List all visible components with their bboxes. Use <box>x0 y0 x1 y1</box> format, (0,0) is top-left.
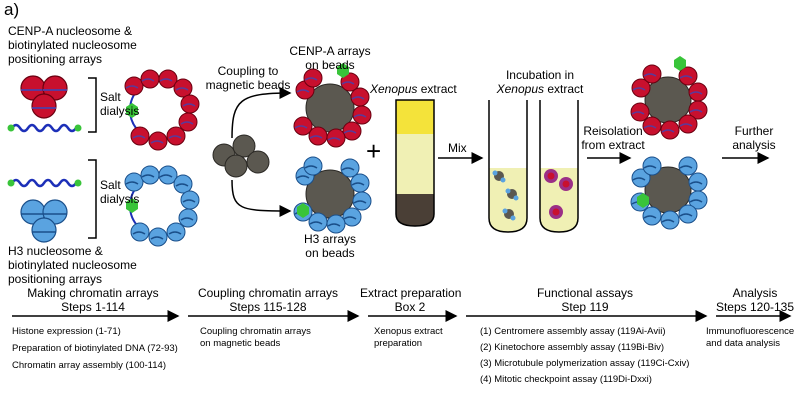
further-analysis-label: Further analysis <box>718 124 790 152</box>
reisolated-cenp-a-arrays <box>630 56 708 140</box>
step-1-item: Histone expression (1-71) <box>12 326 121 337</box>
step-1-items: Histone expression (1-71) Preparation of… <box>12 326 178 372</box>
reisolation-label: Reisolation from extract <box>580 124 646 152</box>
plus-sign: + <box>366 136 382 166</box>
step-extract-heading: Extract preparation Box 2 <box>360 286 462 314</box>
step-3-items: Xenopus extract preparation <box>374 326 443 350</box>
cenp-a-beads-line-2: on beads <box>305 58 355 72</box>
step-5-item: Immunofluorescence <box>706 326 795 337</box>
step-functional-heading: Functional assays Step 119 <box>500 286 670 314</box>
further-line-1: Further <box>734 124 774 138</box>
cenp-a-source-line-3: positioning arrays <box>8 52 103 66</box>
step-coupling-heading: Coupling chromatin arrays Steps 115-128 <box>182 286 354 314</box>
coupling-label: Coupling to magnetic beads <box>200 64 296 92</box>
incubation-line-2: Xenopus extract <box>470 82 610 96</box>
mix-label: Mix <box>448 141 467 155</box>
step-5-items: Immunofluorescence and data analysis <box>706 326 794 350</box>
step-5-title: Analysis <box>732 286 778 300</box>
incubation-line-1: Incubation in <box>505 68 575 82</box>
step-2-items: Coupling chromatin arrays on magnetic be… <box>200 326 311 350</box>
incubation-tube-h3 <box>539 100 579 233</box>
bracket-top <box>88 77 97 133</box>
step-3-item: Xenopus extract <box>374 326 443 337</box>
coupling-line-1: Coupling to <box>217 64 279 78</box>
step-4-items: (1) Centromere assembly assay (119Ai-Avi… <box>480 326 689 386</box>
xenopus-word: Xenopus <box>370 82 418 96</box>
incubation-extract-word: extract <box>544 82 584 96</box>
cenp-a-source-label: CENP-A nucleosome & biotinylated nucleos… <box>8 24 137 66</box>
cenp-a-source-line-1: CENP-A nucleosome & <box>8 24 133 38</box>
cenp-a-beads-line-1: CENP-A arrays <box>289 44 371 58</box>
biotinylated-dna-2 <box>10 178 78 188</box>
cenp-a-arrays-on-beads <box>293 63 372 148</box>
step-3-item: preparation <box>374 338 423 349</box>
reisolation-line-2: from extract <box>581 138 645 152</box>
panel-label: a) <box>4 0 20 19</box>
step-1-subtitle: Steps 1-114 <box>61 300 125 314</box>
step-4-item: (1) Centromere assembly assay (119Ai-Avi… <box>480 326 666 337</box>
incubation-xenopus-word: Xenopus <box>496 82 544 96</box>
step-3-title: Extract preparation <box>360 286 462 300</box>
salt-dialysis-bottom-line-1: Salt <box>100 178 121 192</box>
step-4-item: (2) Kinetochore assembly assay (119Bi-Bi… <box>480 342 665 353</box>
coupling-arrow-bottom <box>231 179 292 217</box>
salt-dialysis-top-line-1: Salt <box>100 90 121 104</box>
coupling-line-2: magnetic beads <box>205 78 291 92</box>
h3-beads-label: H3 arrays on beads <box>290 232 370 260</box>
h3-source-line-2: biotinylated nucleosome <box>8 258 137 272</box>
cenp-a-nucleosomes <box>20 75 68 119</box>
magnetic-beads <box>212 134 270 178</box>
cenp-a-beads-label: CENP-A arrays on beads <box>282 44 378 72</box>
step-2-title: Coupling chromatin arrays <box>197 286 339 300</box>
step-making-arrays-heading: Making chromatin arrays Steps 1-114 <box>8 286 178 314</box>
step-4-item: (4) Mitotic checkpoint assay (119Di-Dxxi… <box>480 374 652 385</box>
biotinylated-dna <box>10 123 78 133</box>
h3-source-label: H3 nucleosome & biotinylated nucleosome … <box>8 244 137 286</box>
xenopus-extract-label: Xenopus extract <box>370 82 457 96</box>
step-3-subtitle: Box 2 <box>394 300 426 314</box>
salt-dialysis-bottom-line-2: dialysis <box>100 192 140 206</box>
h3-nucleosomes <box>20 199 68 243</box>
coupling-arrow-top <box>231 87 292 139</box>
incubation-label: Incubation in Xenopus extract <box>470 68 610 96</box>
salt-dialysis-top: Salt dialysis <box>100 90 139 118</box>
step-4-item: (3) Microtubule polymerization assay (11… <box>480 358 690 369</box>
h3-source-line-1: H3 nucleosome & <box>8 244 103 258</box>
reisolation-line-1: Reisolation <box>583 124 643 138</box>
step-2-item: Coupling chromatin arrays <box>200 326 311 337</box>
cenp-a-source-line-2: biotinylated nucleosome <box>8 38 137 52</box>
salt-dialysis-bottom: Salt dialysis <box>100 178 139 206</box>
step-1-title: Making chromatin arrays <box>27 286 159 300</box>
step-4-subtitle: Step 119 <box>561 300 609 314</box>
step-1-item: Preparation of biotinylated DNA (72-93) <box>12 343 178 354</box>
step-1-item: Chromatin array assembly (100-114) <box>12 360 166 371</box>
extract-word: extract <box>417 82 457 96</box>
step-2-item: on magnetic beads <box>200 338 281 349</box>
step-4-title: Functional assays <box>536 286 634 300</box>
xenopus-extract-tube <box>395 99 435 227</box>
further-line-2: analysis <box>732 138 776 152</box>
h3-source-line-3: positioning arrays <box>8 272 103 286</box>
step-analysis-heading: Analysis Steps 120-135 <box>714 286 796 314</box>
step-2-subtitle: Steps 115-128 <box>229 300 307 314</box>
incubation-tube-cenp <box>488 100 528 233</box>
salt-dialysis-top-line-2: dialysis <box>100 104 140 118</box>
h3-arrays-on-beads <box>293 156 372 234</box>
cenp-a-array <box>124 69 200 151</box>
h3-beads-line-1: H3 arrays <box>303 232 356 246</box>
step-5-subtitle: Steps 120-135 <box>715 300 795 314</box>
bracket-bottom <box>88 159 97 239</box>
step-5-item: and data analysis <box>706 338 780 349</box>
h3-array <box>124 165 200 247</box>
h3-beads-line-2: on beads <box>305 246 355 260</box>
reisolated-h3-arrays <box>630 156 708 230</box>
